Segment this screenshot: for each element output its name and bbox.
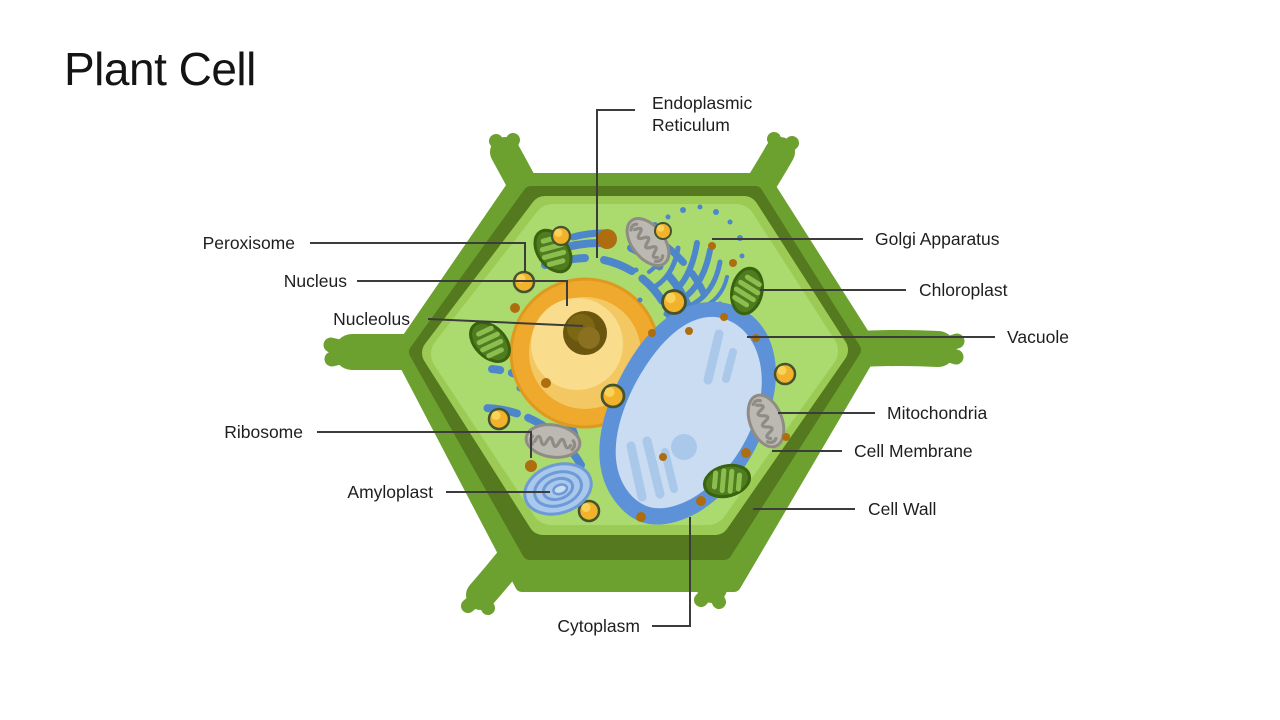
label-cell-wall: Cell Wall [868, 499, 937, 519]
label-ribosome: Ribosome [224, 422, 303, 442]
leader-endoplasmic-reticulum [596, 109, 635, 258]
label-golgi-apparatus: Golgi Apparatus [875, 229, 1000, 249]
label-chloroplast: Chloroplast [919, 280, 1008, 300]
label-mitochondria: Mitochondria [887, 403, 988, 423]
peroxisome [487, 407, 511, 431]
leader-cytoplasm [652, 517, 691, 627]
leader-nucleus [357, 280, 568, 306]
leader-ribosome [317, 431, 532, 458]
peroxisome [653, 221, 673, 241]
label-cytoplasm: Cytoplasm [557, 616, 640, 636]
label-nucleus: Nucleus [283, 271, 347, 291]
peroxisome [600, 383, 626, 409]
label-amyloplast: Amyloplast [347, 482, 433, 502]
nucleolus [563, 311, 607, 355]
leader-nucleolus [427, 318, 584, 327]
peroxisome [773, 362, 797, 386]
page-title: Plant Cell [64, 43, 256, 95]
ribosomes [510, 229, 790, 522]
label-cell-membrane: Cell Membrane [854, 441, 973, 461]
leader-lines [310, 109, 995, 627]
amyloplast [523, 462, 593, 516]
label-nucleolus: Nucleolus [333, 309, 410, 329]
label-vacuole: Vacuole [1007, 327, 1069, 347]
leader-peroxisome [310, 242, 526, 272]
peroxisome [661, 289, 687, 315]
peroxisome [550, 225, 572, 247]
label-peroxisome: Peroxisome [202, 233, 295, 253]
label-endoplasmic-reticulum: Endoplasmic Reticulum [652, 93, 753, 135]
